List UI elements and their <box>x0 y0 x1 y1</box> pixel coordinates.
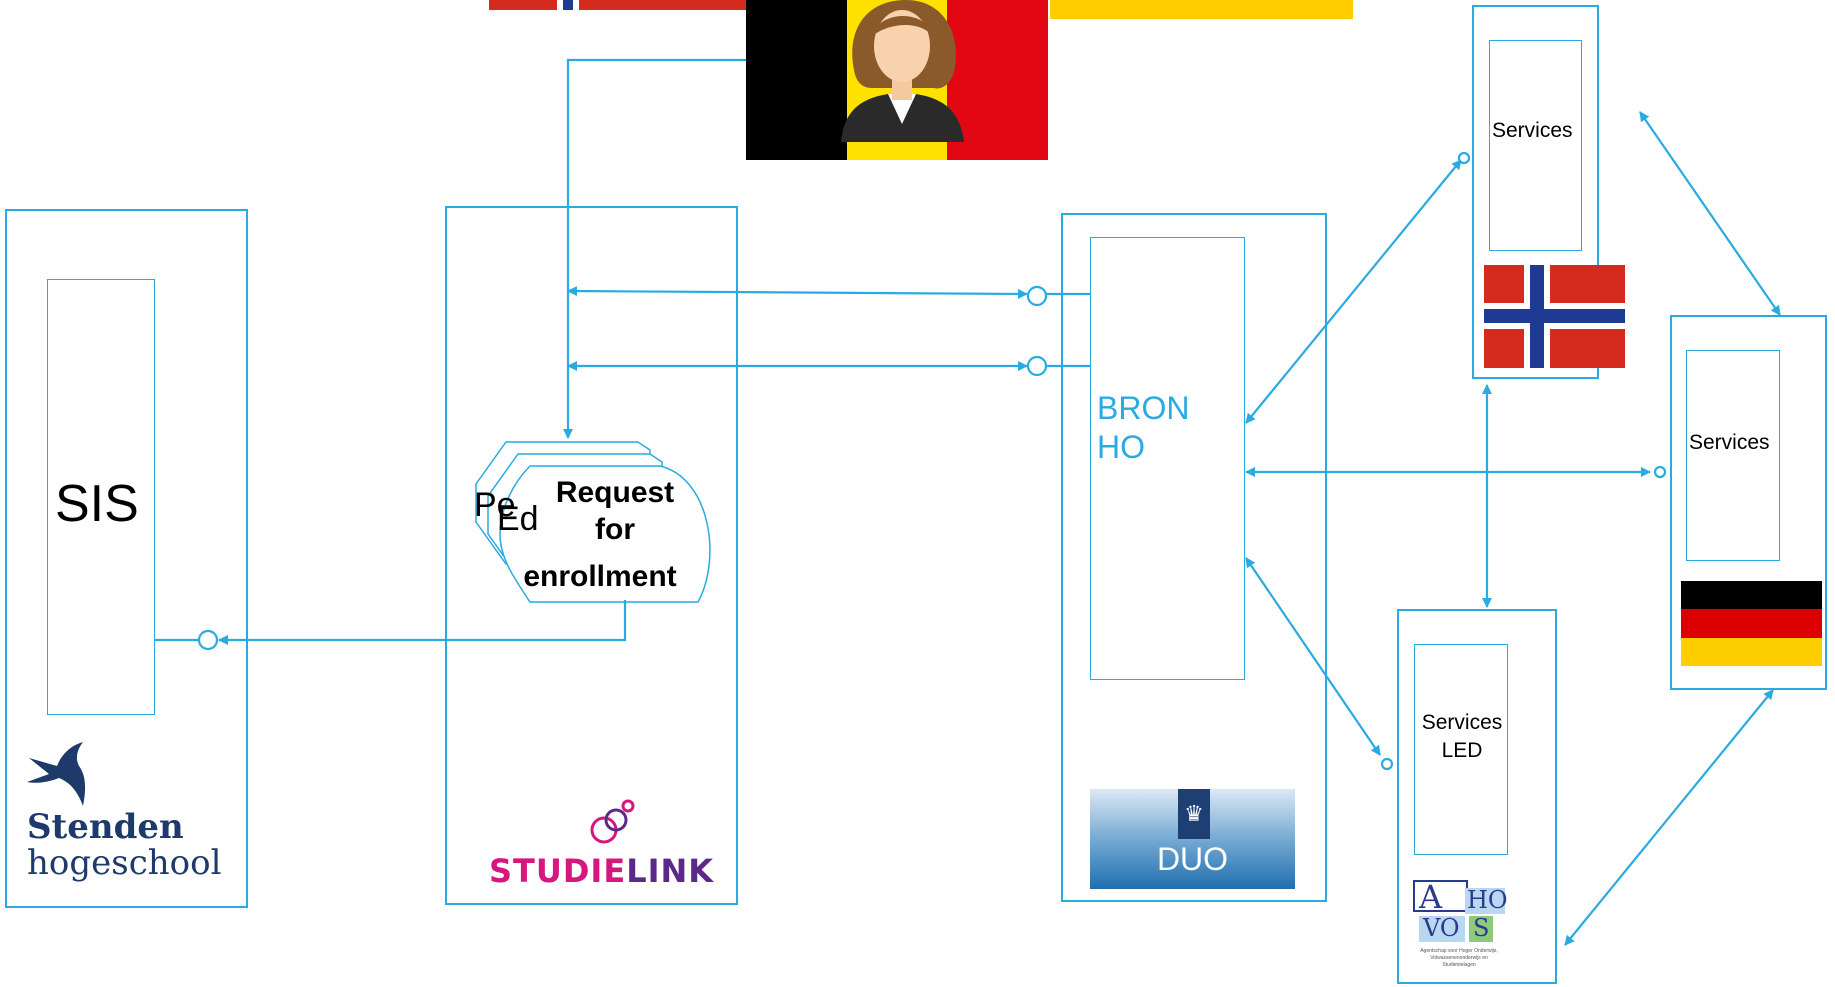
norway-flag-top-partial <box>489 0 749 10</box>
ahovos-letter-s: S <box>1473 914 1490 942</box>
ahovos-letter-a: A <box>1419 878 1443 916</box>
studielink-container <box>445 206 738 905</box>
ahovos-subtitle-line2: Volwassenenonderwijs en Studietoelagen <box>1430 955 1488 968</box>
stenden-logo-line2: hogeschool <box>27 842 222 883</box>
artifact-back-label-2: Ed <box>497 500 539 538</box>
request-for-enrollment-label: Request for enrollment <box>515 474 715 595</box>
led-node-container <box>1397 609 1557 984</box>
bron-interface-ball-1 <box>1026 285 1048 307</box>
bron-interface-ball-2 <box>1026 355 1048 377</box>
germany-services-component[interactable]: Services <box>1686 350 1780 561</box>
norway-services-label: Services <box>1492 119 1573 142</box>
duo-logo: ♛ DUO <box>1090 789 1295 889</box>
bron-norway-connector <box>1245 159 1462 424</box>
sis-component[interactable]: SIS <box>47 279 155 715</box>
ahovos-subtitle: Agentschap voor Hoger Onderwijs, Volwass… <box>1413 948 1505 969</box>
norway-interface-ball <box>1457 151 1471 165</box>
bron-label-line2: HO <box>1097 429 1145 465</box>
led-label-line1: Services <box>1421 711 1503 734</box>
led-interface-ball <box>1380 757 1394 771</box>
ahovos-logo: A HO VO S Agentschap voor Hoger Onderwij… <box>1413 878 1508 972</box>
request-label-line3: enrollment <box>523 560 677 593</box>
bron-ho-label: BRON HO <box>1097 389 1189 467</box>
ahovos-letters-ho: HO <box>1467 886 1508 914</box>
bron-led-connector <box>1245 557 1381 756</box>
request-label-line1: Request <box>555 476 675 509</box>
bron-to-studielink-connector-1 <box>567 286 1028 299</box>
artifact-back-label-1: Pe <box>474 486 516 524</box>
norway-services-component[interactable]: Services <box>1489 40 1582 251</box>
bron-ho-component[interactable]: BRON HO <box>1090 237 1245 680</box>
persona-belgium-flag <box>746 0 1048 160</box>
request-artifact-stack[interactable] <box>470 438 730 608</box>
stenden-logo-line1: Stenden <box>27 807 184 847</box>
norway-germany-connector <box>1639 111 1781 316</box>
ahovos-subtitle-line1: Agentschap voor Hoger Onderwijs, <box>1420 948 1498 954</box>
norway-node-container <box>1472 5 1599 379</box>
sis-label: SIS <box>55 475 139 533</box>
studielink-logo-part1: STUDIE <box>489 852 627 890</box>
request-label-line2: for <box>595 513 635 546</box>
germany-flag <box>1681 581 1822 666</box>
bron-label-line1: BRON <box>1097 390 1190 426</box>
studielink-logo-part2: LINK <box>626 852 715 890</box>
ahovos-letters-vo: VO <box>1423 914 1460 942</box>
germany-services-label: Services <box>1689 431 1770 454</box>
led-services-component[interactable]: Services LED <box>1414 644 1508 855</box>
yellow-banner-top <box>1050 0 1353 19</box>
germany-led-connector <box>1564 689 1774 946</box>
stenden-logo-text: Stenden hogeschool <box>27 807 222 883</box>
request-to-sis-connector <box>218 600 627 645</box>
duo-logo-label: DUO <box>1156 841 1229 877</box>
user-avatar-icon <box>841 0 964 142</box>
crest-icon: ♛ <box>1178 789 1210 839</box>
germany-interface-ball <box>1653 465 1667 479</box>
studielink-logo-icon <box>590 799 635 844</box>
persona-to-request-connector <box>563 58 746 439</box>
norway-flag <box>1484 265 1625 368</box>
germany-node-container <box>1670 315 1827 690</box>
studielink-logo-text: STUDIELINK <box>489 852 714 890</box>
sis-interface-ball <box>197 629 219 651</box>
swallow-logo-icon <box>27 742 86 806</box>
stenden-container <box>5 209 248 908</box>
led-services-label: Services LED <box>1415 709 1509 765</box>
led-label-line2: LED <box>1441 739 1483 762</box>
